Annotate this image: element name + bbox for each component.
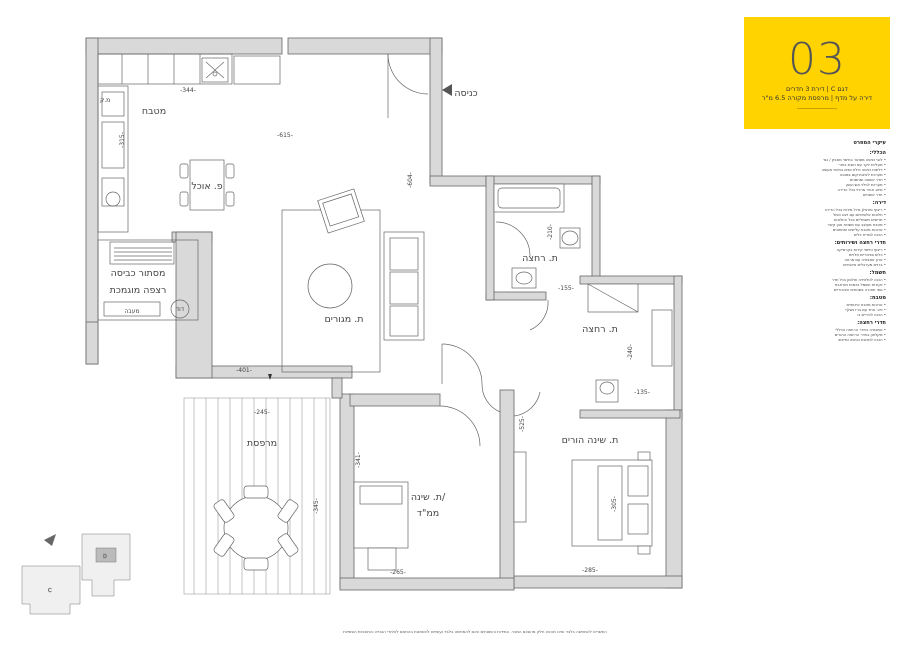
kitchen-width-dim: -344-: [180, 87, 196, 94]
svg-text:C: C: [48, 588, 52, 594]
bath1-fixtures: [493, 183, 581, 289]
unit-subtitle-1: דגם C | דירת 3 חדרים: [786, 85, 848, 93]
boiler-label: דוד: [176, 306, 185, 313]
unit-subtitle-2: דירה על מדף | מרפסת מקורה 6.5 מ"ר: [761, 94, 873, 102]
condenser-label: מעבה: [124, 308, 139, 315]
spec-sections: הכללי:• לובי כניסה מפואר בחיפוי מאבק / נ…: [758, 150, 886, 342]
spec-item: • הכנה למדיח כלים: [853, 232, 886, 237]
bath2-fixtures: [529, 283, 673, 403]
bath1-label: ת. רחצה: [522, 253, 558, 264]
spec-item: • דלתות כניסה ודלת פנים בחיפוי מעוצב: [821, 167, 886, 172]
spec-item: • הכנה לטלוויזיה וטלפון בכל חדר: [831, 277, 886, 282]
corridor-doors: [441, 343, 501, 413]
kitchen-label: מטבח: [142, 106, 166, 117]
bath1-width-dim: -155-: [558, 285, 574, 292]
spec-item: • ארון אמבטיה עם מראה: [844, 257, 886, 262]
bath2-width-dim: -135-: [634, 389, 650, 396]
column-marker: [268, 374, 272, 380]
key-plan: C D: [21, 533, 131, 615]
spec-item: • מקלחון בחדר הרחצה ההורים: [834, 332, 886, 337]
spec-item: • תריסים חשמליים בכל החלונות: [833, 217, 886, 222]
disclaimer-note: התשריט להמחשה בלבד ואינו מהווה חלק מהסכם…: [343, 629, 607, 634]
dining-label: פ. אוכל: [191, 181, 222, 192]
spec-item: • נקודות חשמל בכמות מורחבת: [834, 282, 886, 287]
spec-list: עיקרי המפרט הכללי:• לובי כניסה מפואר בחי…: [758, 137, 886, 342]
spec-item: • גופי תאורה בשטחים הציבוריים: [834, 287, 886, 292]
kitchen-height-dim: -315-: [119, 132, 126, 148]
spec-section-title: דירה:: [872, 200, 886, 206]
spec-item: • כיור אחד עם ברז נשלף: [845, 307, 886, 312]
kitchen-counters: [97, 53, 281, 233]
bath2-label: ת. רחצה: [582, 324, 618, 335]
bath2-height-dim: -240-: [627, 344, 634, 360]
laundry-label-1: מסתור כביסה: [111, 268, 166, 279]
spec-item: • הכנה למכונת כביסה ומייבש: [838, 337, 886, 342]
spec-item: • ברזים מערבלים איכותיים: [843, 262, 886, 267]
fridge-label: מ.ק: [100, 97, 110, 104]
living-height-dim: -604-: [407, 172, 414, 188]
entrance-label: כניסה: [454, 88, 477, 99]
dining-table: [179, 159, 235, 211]
balcony-table: [213, 485, 299, 571]
safe-room-furniture: [353, 405, 481, 571]
entrance-door: [387, 53, 429, 118]
spec-item: • אמבטיה בחדר הרחצה הכללי: [835, 327, 886, 332]
spec-item: • ריצוף וחיפוי קירות בקרמיקה: [836, 247, 886, 252]
living-label: ת. מגורים: [324, 314, 363, 325]
spec-item: • כלים סניטריים תלויים: [849, 252, 886, 257]
badge-divider: [797, 108, 837, 109]
unit-badge: 03 דגם C | דירת 3 חדרים דירה על מדף | מר…: [744, 17, 890, 129]
bath1-height-dim: -210-: [547, 224, 554, 240]
spec-item: • מערכת לגילוי אש ועשן: [846, 182, 886, 187]
safe-room-width-dim: -265-: [390, 569, 406, 576]
master-width-dim: -285-: [582, 567, 598, 574]
unit-subtitle: דגם C | דירת 3 חדרים דירה על מדף | מרפסת…: [744, 85, 890, 103]
balcony-height-dim: -345-: [313, 498, 320, 514]
living-furniture: [281, 188, 425, 373]
living-width-dim: -615-: [277, 132, 293, 139]
spec-section-title: חשמל:: [869, 270, 886, 276]
master-label: ת. שינה הורים: [562, 435, 619, 446]
unit-number: 03: [788, 34, 846, 85]
spec-item: • מיזוג אוויר מרכזי בכל הדירה: [837, 187, 887, 192]
spec-item: • ארונות מטבח איכותיים: [846, 302, 887, 307]
walls: [85, 37, 683, 591]
spec-item: • מעליות יוקר עם חובת בוחר: [838, 162, 886, 167]
spec-item: • הכנה לכיריים גז: [857, 312, 886, 317]
safe-room-label-2: ממ"ד: [417, 508, 439, 519]
spec-item: • חדר אופניים: [862, 192, 886, 197]
entrance-arrow: [442, 84, 452, 96]
spec-section-title: הכללי:: [869, 150, 886, 156]
spec-item: • מטבח מעוצב עם משטח אבן קיסר: [827, 222, 886, 227]
spec-section-title: חדרי רחצה:: [857, 320, 886, 326]
laundry-label-2: רצפה מוגמכת: [110, 285, 167, 296]
spec-section-title: מטבח:: [869, 295, 886, 301]
spec-item: • מערכת לאינטרקום במבנה: [839, 172, 886, 177]
master-height-dim: -525-: [519, 416, 526, 432]
spec-item: • חדר אשפה ומחסנים: [849, 177, 886, 182]
specs-title: עיקרי המפרט: [853, 140, 886, 146]
info-panel: 03 דגם C | דירת 3 חדרים דירה על מדף | מר…: [744, 17, 890, 634]
svg-text:D: D: [103, 554, 107, 560]
bed-dim: -305-: [611, 496, 618, 512]
balcony-label: מרפסת: [247, 438, 277, 449]
spec-item: • חלונות אלומיניום עם זיגוג כפול: [833, 212, 886, 217]
spec-section-title: חדרי רחצה ושירותים:: [834, 240, 886, 246]
spec-item: • ארונות מטבח עליונים ותחתונים: [832, 227, 886, 232]
north-arrow-icon: [44, 534, 56, 546]
corridor-dim: -401-: [236, 367, 252, 374]
safe-room-height-dim: -341-: [355, 452, 362, 468]
safe-room-label-1: ת. שינה/: [411, 492, 446, 503]
spec-item: • לובי כניסה מפואר בחיפוי מאבק / נגד: [822, 157, 886, 162]
laundry-area: [97, 239, 199, 321]
master-furniture: [513, 391, 653, 555]
spec-item: • ריצוף פורצלן גדול מידות בכל הדירה: [824, 207, 886, 212]
balcony-width-dim: -245-: [254, 409, 270, 416]
